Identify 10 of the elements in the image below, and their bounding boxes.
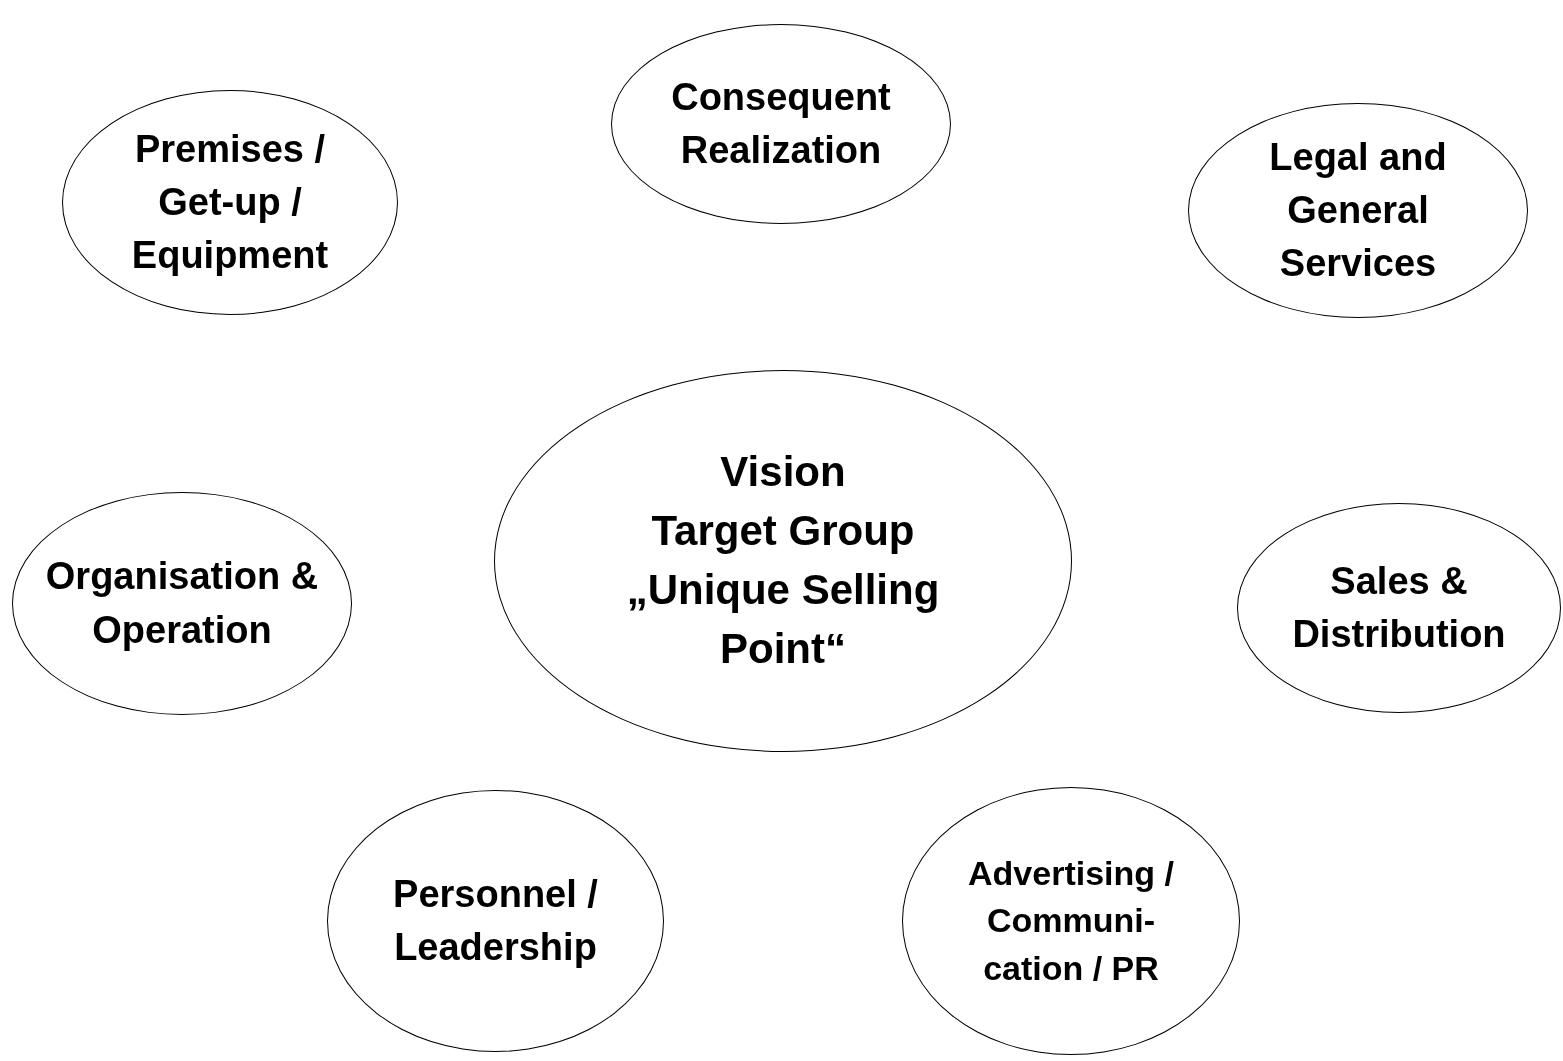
node-text: Sales & Distribution xyxy=(1291,558,1507,657)
node-text: Advertising / Communi- cation / PR xyxy=(967,852,1175,989)
node-text: Premises / Get-up / Equipment xyxy=(130,126,330,279)
node-text: Organisation & Operation xyxy=(44,554,320,653)
node-text: Consequent Realization xyxy=(670,74,892,173)
node-text: Personnel / Leadership xyxy=(392,871,599,970)
node-text: „Unique Selling Point“ xyxy=(625,565,941,674)
node-text: Target Group xyxy=(651,506,915,557)
node-text: Legal and General Services xyxy=(1268,134,1448,287)
node-text: Vision xyxy=(720,447,846,498)
